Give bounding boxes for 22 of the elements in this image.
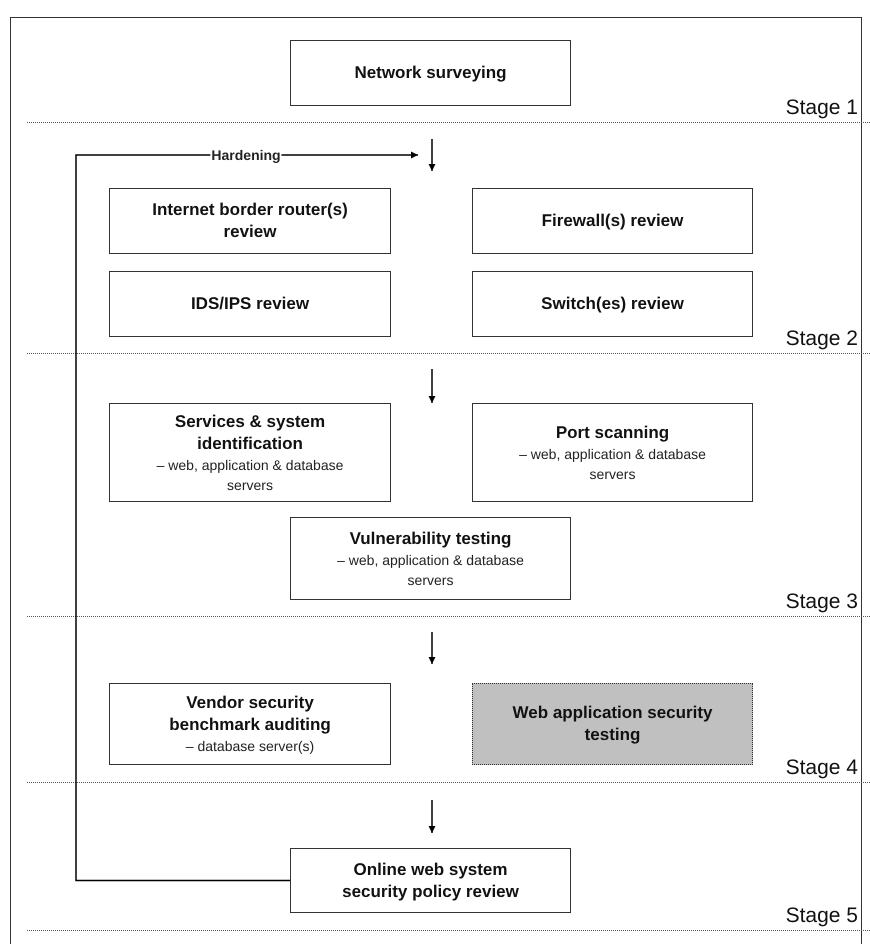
arrow [428, 139, 436, 171]
process-box: Network surveying [290, 40, 571, 106]
edge-label: Hardening [210, 148, 282, 162]
process-box: Port scanning – web, application & database servers [472, 403, 753, 502]
stage-label: Stage 1 [786, 97, 858, 118]
stage-label: Stage 5 [786, 905, 858, 926]
arrow [428, 369, 436, 403]
stage-label: Stage 3 [786, 591, 858, 612]
process-box: Vendor security benchmark auditing – database server(s) [109, 683, 391, 765]
process-box: Firewall(s) review [472, 188, 753, 254]
process-box: Switch(es) review [472, 271, 753, 337]
stage-label: Stage 2 [786, 328, 858, 349]
process-box: IDS/IPS review [109, 271, 391, 337]
stage-label: Stage 4 [786, 757, 858, 778]
process-box: Vulnerability testing – web, application & database servers [290, 517, 571, 600]
arrow [428, 632, 436, 664]
process-box: Online web system security policy review [290, 848, 571, 913]
arrow [428, 800, 436, 833]
process-box: Web application security testing [472, 683, 753, 765]
process-box: Internet border router(s) review [109, 188, 391, 254]
arrow [75, 152, 418, 882]
process-box: Services & system identification – web, application & database servers [109, 403, 391, 502]
